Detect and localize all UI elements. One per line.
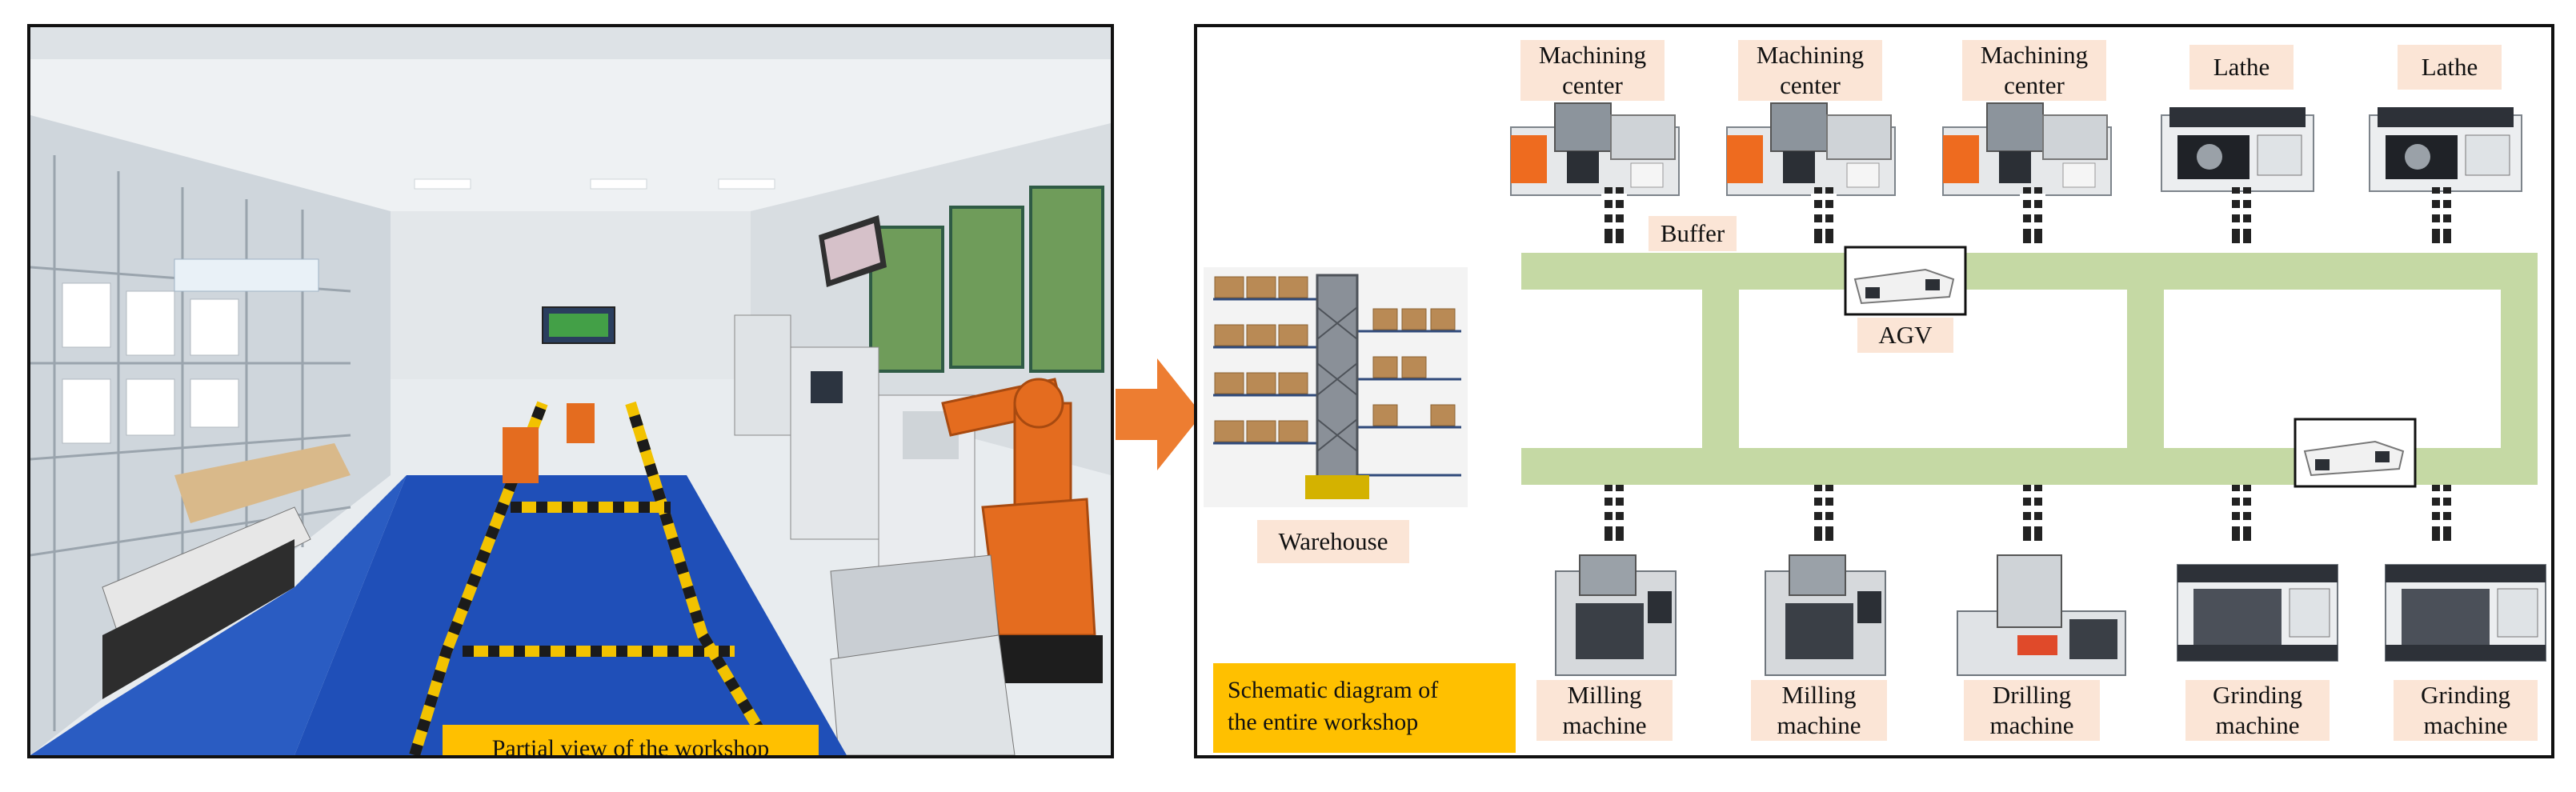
machining-center-icon-1 [1510,102,1680,196]
top-machine-label-4: Lathe [2189,45,2294,90]
schematic-panel: Machining center Machining center Machin… [1194,24,2554,758]
buffer-label: Buffer [1649,216,1737,251]
agv-icon-2 [2294,418,2417,488]
warehouse-label: Warehouse [1257,520,1409,563]
photo-caption: Partial view of the workshop [443,725,819,755]
bottom-machine-label-5: Grinding machine [2394,680,2538,741]
bottom-machine-label-2: Milling machine [1751,680,1887,741]
bottom-machine-label-4: Grinding machine [2185,680,2330,741]
top-machine-label-2: Machining center [1738,40,1882,101]
lathe-icon-1 [2161,106,2314,192]
machines-layer [1510,102,2546,676]
machining-center-icon-3 [1942,102,2112,196]
workshop-photo [30,27,1111,755]
flow-arrow-icon [1116,358,1202,470]
machining-center-icon-2 [1726,102,1896,196]
lathe-icon-2 [2369,106,2522,192]
top-machine-label-1: Machining center [1520,40,1665,101]
drilling-machine-icon [1957,554,2126,676]
agv-track [1521,253,2538,485]
schematic-caption: Schematic diagram of the entire workshop [1213,663,1516,753]
workshop-photo-panel: Partial view of the workshop [27,24,1114,758]
milling-machine-icon-1 [1555,554,1677,676]
top-machine-label-3: Machining center [1962,40,2106,101]
milling-machine-icon-2 [1765,554,1886,676]
grinding-machine-icon-1 [2177,564,2338,662]
grinding-machine-icon-2 [2385,564,2546,662]
agv-label: AGV [1857,318,1953,353]
bottom-machine-label-3: Drilling machine [1964,680,2100,741]
agv-icon-1 [1844,246,1967,316]
bottom-machine-label-1: Milling machine [1536,680,1673,741]
top-machine-label-5: Lathe [2398,45,2502,90]
warehouse-icon [1204,267,1468,507]
